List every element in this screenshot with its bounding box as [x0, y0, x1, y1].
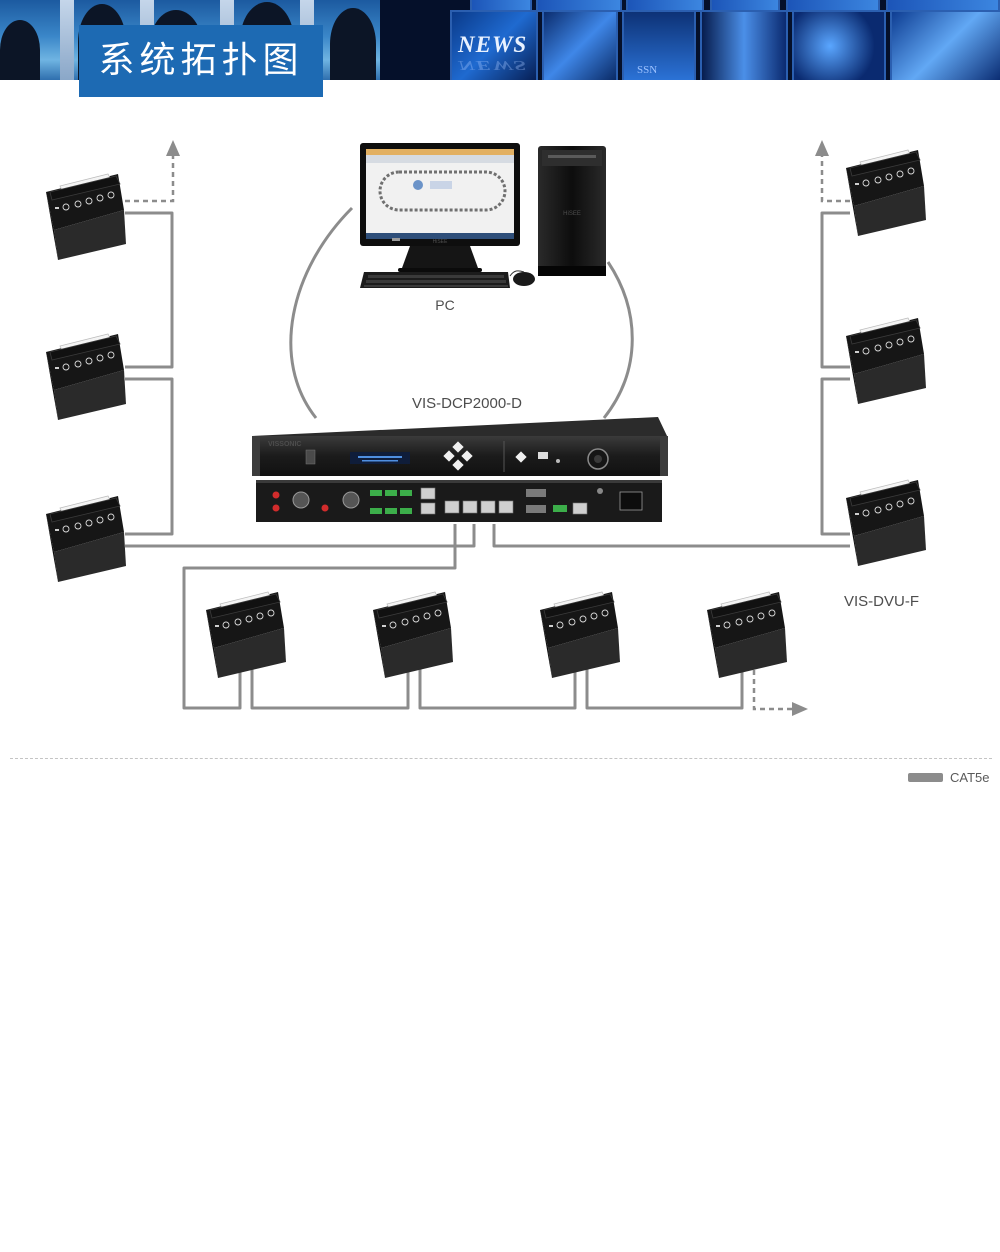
conference-unit	[45, 173, 127, 261]
pc-monitor: HiSEE	[360, 143, 520, 272]
cable-lines	[125, 206, 850, 710]
banner-news-text: NEWS	[458, 32, 528, 57]
conference-unit	[845, 479, 927, 567]
legend-divider	[10, 758, 992, 759]
continuation-dashes	[125, 156, 850, 711]
conference-unit	[45, 495, 127, 583]
conference-unit	[706, 591, 788, 679]
cable-legend-swatch	[908, 773, 943, 782]
conference-unit	[539, 591, 621, 679]
pc-mouse	[513, 272, 535, 286]
controller-rear-panel	[256, 480, 662, 522]
conference-unit	[845, 317, 927, 405]
topology-diagram: HiSEE HiSEE PC VIS-DCP2000-D	[45, 140, 927, 716]
controller-front-panel: VISSONIC	[252, 417, 668, 476]
conference-unit	[45, 333, 127, 421]
tower-brand: HiSEE	[563, 211, 581, 217]
banner-screens-image	[380, 0, 1000, 80]
conference-unit	[372, 591, 454, 679]
banner-ssn-text: SSN	[637, 64, 658, 76]
unit-label: VIS-DVU-F	[844, 593, 919, 610]
controller-brand: VISSONIC	[268, 441, 301, 448]
pc-keyboard	[360, 272, 510, 288]
pc-label: PC	[435, 297, 454, 313]
controller-label: VIS-DCP2000-D	[412, 395, 522, 412]
page-title: 系统拓扑图	[79, 25, 323, 97]
monitor-brand: HiSEE	[433, 239, 448, 245]
continuation-arrowheads	[166, 140, 829, 716]
conference-unit	[845, 149, 927, 237]
cable-legend-label: CAT5e	[950, 770, 990, 785]
pc-tower: HiSEE	[538, 146, 606, 276]
conference-unit	[205, 591, 287, 679]
